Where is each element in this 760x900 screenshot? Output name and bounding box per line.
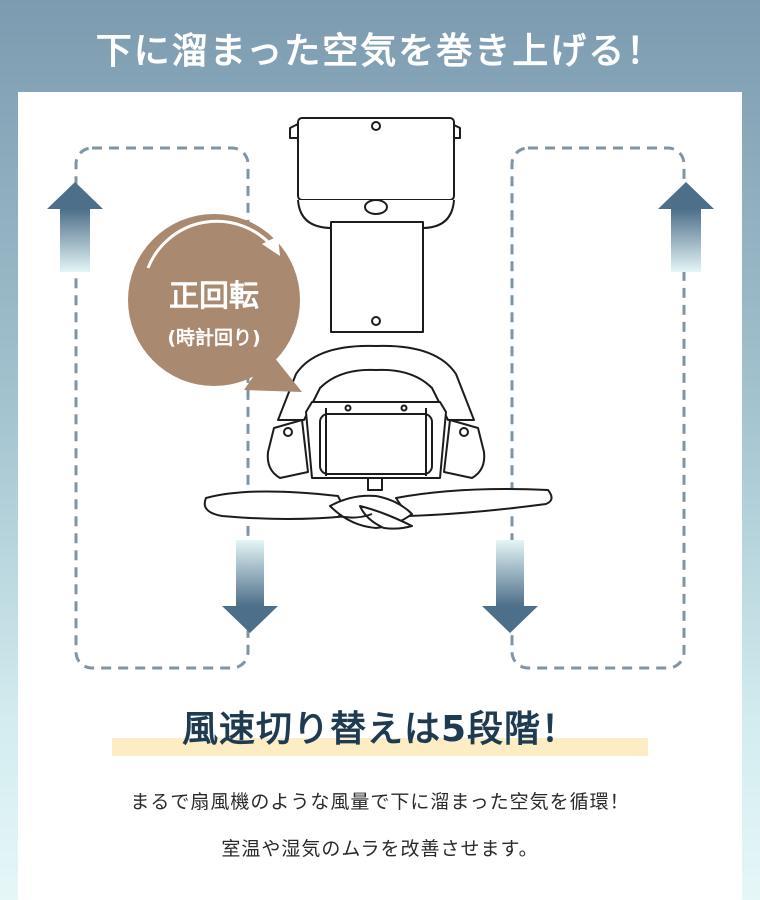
fan-airflow-illustration: 正回転 (時計回り) <box>47 117 714 670</box>
description-line-2: 室温や湿気のムラを改善させます。 <box>221 838 539 860</box>
arrow-up-icon <box>658 182 714 272</box>
rotation-badge: 正回転 (時計回り) <box>128 214 302 392</box>
arrow-down-icon <box>222 540 278 633</box>
page-title: 下に溜まった空気を巻き上げる！ <box>95 31 665 72</box>
airflow-loop-right <box>510 146 686 670</box>
title-highlight <box>112 738 648 756</box>
arrow-up-icon <box>47 182 103 272</box>
description-line-1: まるで扇風機のような風量で下に溜まった空気を循環！ <box>130 791 630 813</box>
arrow-down-icon <box>482 540 538 633</box>
airflow-loop-left <box>74 146 250 670</box>
clockwise-arrow-icon <box>262 236 280 256</box>
badge-sublabel: (時計回り) <box>167 326 260 349</box>
ceiling-fan-icon <box>203 117 553 530</box>
badge-label: 正回転 <box>169 279 259 314</box>
section-title: 風速切り替えは5段階！ <box>181 709 579 750</box>
